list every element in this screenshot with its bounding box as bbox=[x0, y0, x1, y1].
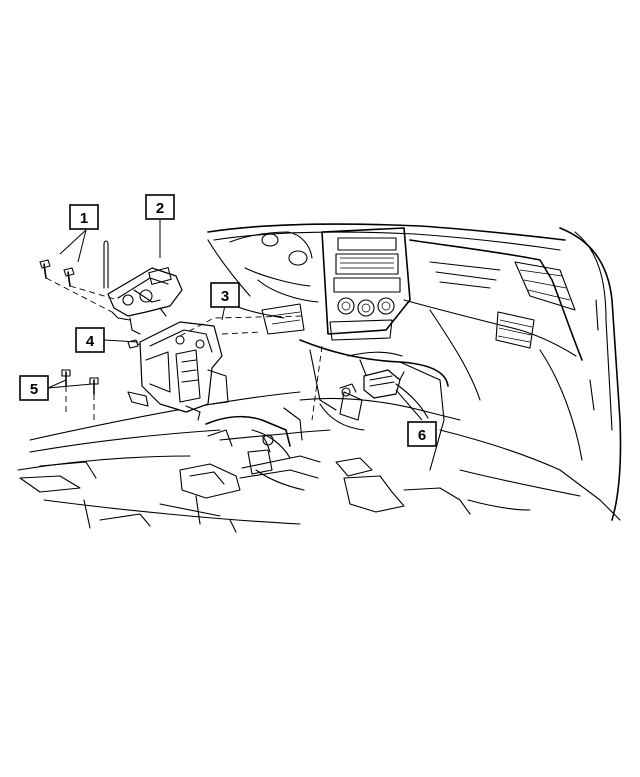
part-1-screws bbox=[39, 259, 119, 313]
leader-lines bbox=[47, 220, 423, 421]
part-5-screws bbox=[61, 369, 99, 424]
part-3-bracket bbox=[127, 315, 305, 421]
callout-4-label: 4 bbox=[86, 333, 95, 350]
callout-1: 1 bbox=[69, 204, 99, 230]
part-2-shifter-assembly bbox=[103, 240, 183, 335]
callout-5-label: 5 bbox=[30, 381, 38, 398]
callout-3: 3 bbox=[210, 282, 240, 308]
callout-4: 4 bbox=[75, 327, 105, 353]
callout-2: 2 bbox=[145, 194, 175, 220]
part-6-harness bbox=[339, 369, 429, 419]
vehicle-interior-illustration bbox=[17, 223, 622, 533]
callout-6-label: 6 bbox=[418, 427, 426, 444]
callout-2-label: 2 bbox=[156, 200, 164, 217]
callout-5: 5 bbox=[19, 375, 49, 401]
callout-6: 6 bbox=[407, 421, 437, 447]
callout-1-label: 1 bbox=[80, 210, 88, 227]
callout-3-label: 3 bbox=[221, 288, 229, 305]
